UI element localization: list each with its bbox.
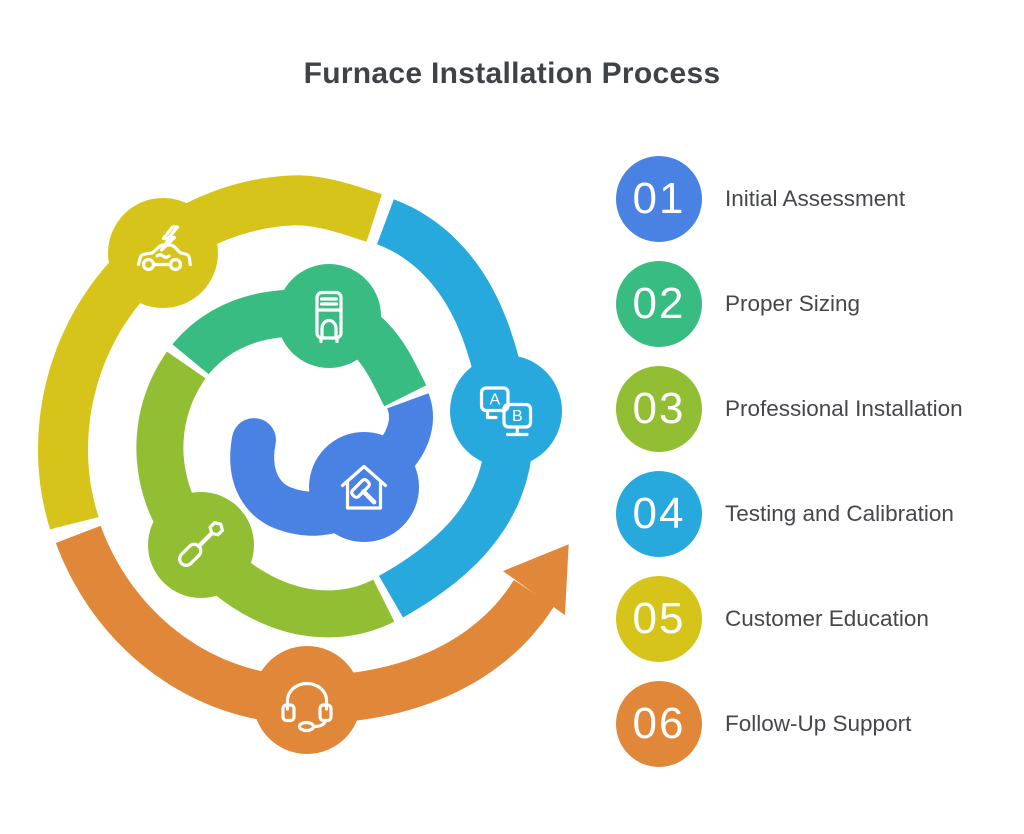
legend-item: 05 Customer Education xyxy=(616,576,980,662)
house-hammer-icon xyxy=(340,464,388,510)
furnace-icon xyxy=(315,290,343,344)
spiral-node-01 xyxy=(309,432,419,542)
step-number-badge: 06 xyxy=(616,681,702,767)
step-number: 05 xyxy=(632,594,686,643)
legend-item: 04 Testing and Calibration xyxy=(616,471,980,557)
svg-text:B: B xyxy=(512,408,523,425)
page-title: Furnace Installation Process xyxy=(303,57,721,90)
svg-text:A: A xyxy=(489,392,500,409)
legend-item: 01 Initial Assessment xyxy=(616,156,980,242)
step-label: Testing and Calibration xyxy=(725,501,954,527)
step-number-badge: 01 xyxy=(616,156,702,242)
spiral-start-cap xyxy=(232,418,276,463)
screwdriver-icon xyxy=(178,520,225,567)
headset-icon xyxy=(281,681,333,733)
step-number: 01 xyxy=(632,174,686,223)
legend-item: 02 Proper Sizing xyxy=(616,261,980,347)
spiral-node-06 xyxy=(253,646,361,754)
step-label: Customer Education xyxy=(725,606,929,632)
spiral-node-02 xyxy=(277,264,381,368)
spiral-node-05 xyxy=(108,198,218,308)
step-number-badge: 03 xyxy=(616,366,702,452)
process-legend: 01 Initial Assessment 02 Proper Sizing 0… xyxy=(616,156,980,786)
step-number: 04 xyxy=(632,489,686,538)
step-number-badge: 05 xyxy=(616,576,702,662)
step-number: 03 xyxy=(632,384,686,433)
arrow-head xyxy=(503,544,569,616)
step-label: Initial Assessment xyxy=(725,186,906,212)
step-number-badge: 02 xyxy=(616,261,702,347)
ab-test-icon: AB xyxy=(479,386,533,437)
legend-item: 03 Professional Installation xyxy=(616,366,980,452)
step-label: Follow-Up Support xyxy=(725,711,912,737)
legend-item: 06 Follow-Up Support xyxy=(616,681,980,767)
step-label: Professional Installation xyxy=(725,396,963,422)
step-number: 02 xyxy=(632,279,686,328)
step-number-badge: 04 xyxy=(616,471,702,557)
step-number: 06 xyxy=(632,699,686,748)
electric-car-icon xyxy=(136,225,192,272)
step-label: Proper Sizing xyxy=(725,291,861,317)
